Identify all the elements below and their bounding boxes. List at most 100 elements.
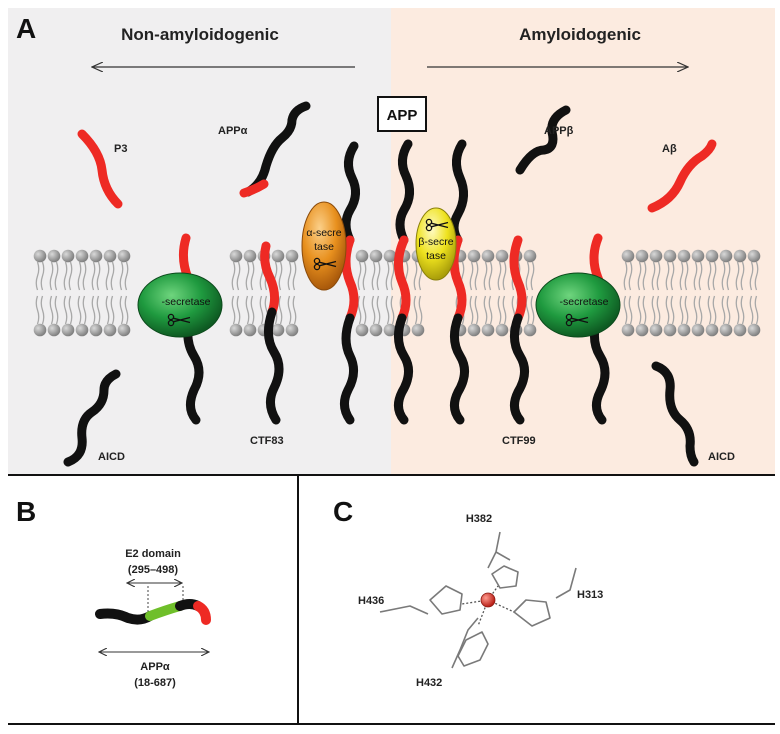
lipid-head [733,249,747,263]
lipid-tail [651,295,661,325]
lipid-tail [637,295,647,325]
gamma-secretase-right: -secretase [535,272,621,338]
lipid-head [635,249,649,263]
lipid-tail [49,295,59,325]
lipid-head [495,249,509,263]
residue-label: H313 [577,589,603,601]
lipid-tail [665,261,675,291]
peptides [63,101,717,467]
p3-fragment [77,129,123,209]
app-full-red [394,235,411,323]
aicd-right-label: AICD [708,451,735,463]
lipid-head [733,323,747,337]
lipid-head [61,249,75,263]
lipid-tail [371,261,381,291]
panel-c-letter: C [333,496,353,527]
lipid-head [467,323,481,337]
lipid-tail [735,261,745,291]
lipid-tail [413,295,423,325]
lipid-tail [77,295,87,325]
beta-secretase-label-2: tase [426,250,446,262]
lipid-tail [749,295,759,325]
lipid-head [61,323,75,337]
lipid-head [89,249,103,263]
e2-domain-range: (295–498) [128,564,178,576]
lipid-head [649,249,663,263]
lipid-tail [679,261,689,291]
lipid-tail [63,261,73,291]
amyloidogenic-heading: Amyloidogenic [519,25,641,44]
lipid-head [33,249,47,263]
lipid-head [383,249,397,263]
lipid-tail [693,295,703,325]
lipid-tail [245,261,255,291]
app-full-tail [394,313,413,425]
lipid-tail [63,295,73,325]
lipid-head [117,323,131,337]
lipid-head [705,249,719,263]
lipid-tail [35,261,45,291]
lipid-tail [91,295,101,325]
lipid-tail [119,261,129,291]
lipid-tail [483,261,493,291]
lipid-head [635,323,649,337]
lipid-tail [525,261,535,291]
lipid-head [621,249,635,263]
app-box-label: APP [387,107,418,124]
lipid-tail [735,295,745,325]
lipid-tail [623,261,633,291]
lipid-head [677,249,691,263]
app-full-top [395,139,414,245]
lipid-tail [287,295,297,325]
aicd-right-fragment [651,361,699,467]
app-in-gamma-right-tail [590,311,610,425]
lipid-head [663,323,677,337]
lipid-head [383,323,397,337]
app-alpha-red-end [193,601,211,625]
h436-chain [379,605,429,615]
app-alpha-fragment [243,101,311,197]
app-box [377,96,427,132]
app-alpha-site-tail [340,313,358,425]
residue-label: H432 [416,677,442,689]
panel-b-letter: B [16,496,36,527]
lipid-tail [91,261,101,291]
lipid-head [691,323,705,337]
gamma-secretase-right-label: -secretase [559,296,608,308]
lipid-tail [497,261,507,291]
lipid-tail [483,295,493,325]
lipid-head [523,323,537,337]
lipid-tail [245,295,255,325]
lipid-head [89,323,103,337]
lipid-tail [105,261,115,291]
lipid-tail [497,295,507,325]
ctf99-tail [510,313,529,425]
lipid-tail [707,261,717,291]
lipid-head [75,323,89,337]
lipid-head [47,323,61,337]
alpha-secretase-label-1: α-secre [306,227,341,239]
h432-ring [457,631,489,667]
lipid-head [495,323,509,337]
panel-a-letter: A [16,13,36,44]
lipid-tail [385,295,395,325]
residue-label: H436 [358,595,384,607]
ctf99-label: CTF99 [502,435,536,447]
ctf83-label: CTF83 [250,435,284,447]
lipid-head [243,249,257,263]
lipid-tail [707,295,717,325]
lipid-tail [651,261,661,291]
metal-ion [480,592,496,608]
lipid-tail [35,295,45,325]
lipid-tail [371,295,381,325]
lipid-tail [231,295,241,325]
lipid-tail [469,295,479,325]
app-alpha-red-end [239,179,269,198]
residue-label: H382 [466,513,492,525]
lipid-head [369,323,383,337]
panel-b: B E2 domain (295–498) APPα (18-687) [16,496,211,689]
lipid-head [719,323,733,337]
h382-ring [491,565,519,589]
lipid-head [271,323,285,337]
